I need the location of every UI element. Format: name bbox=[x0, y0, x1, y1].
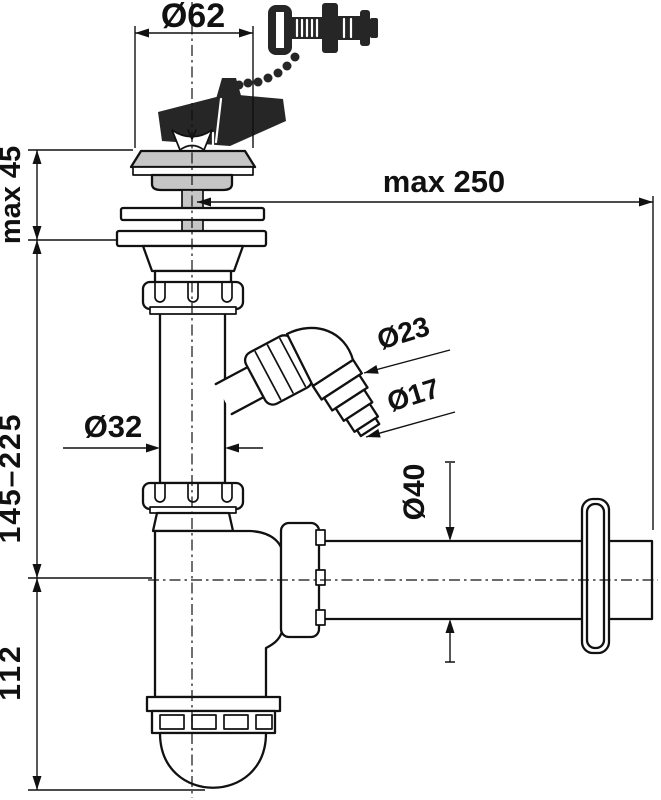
dim-barb-large: Ø23 bbox=[363, 310, 451, 374]
trap-body bbox=[153, 529, 285, 699]
dim-tailpipe-diameter: Ø32 bbox=[63, 409, 263, 453]
sink-deck-plate bbox=[132, 166, 254, 176]
label-tailpipe-diameter: Ø32 bbox=[84, 409, 143, 444]
trap-neck bbox=[151, 511, 235, 533]
dim-strainer-diameter: Ø62 bbox=[134, 0, 254, 148]
inlet-hose-barb bbox=[311, 358, 381, 438]
appliance-inlet-branch bbox=[214, 326, 381, 438]
chain-fixing-screw-icon bbox=[268, 3, 378, 55]
union-nut-trap-inlet bbox=[141, 481, 245, 533]
dim-left-chain: max 45 145–225 112 bbox=[0, 146, 205, 791]
union-nut-upper bbox=[141, 280, 245, 315]
wall-flange bbox=[580, 497, 611, 655]
strainer-flange bbox=[129, 149, 257, 192]
label-strainer-diameter: Ø62 bbox=[161, 0, 225, 35]
dim-barb-small: Ø17 bbox=[365, 372, 456, 438]
dim-wall-distance: max 250 bbox=[197, 164, 654, 530]
tailpiece-and-mounting bbox=[115, 189, 268, 285]
label-outlet-diameter: Ø40 bbox=[398, 464, 431, 521]
label-sink-thickness: max 45 bbox=[0, 146, 27, 244]
label-cup-height: 112 bbox=[0, 643, 27, 700]
label-barb-large-diameter: Ø23 bbox=[373, 310, 433, 355]
trap-collar bbox=[145, 695, 282, 735]
label-barb-small-diameter: Ø17 bbox=[383, 372, 443, 417]
label-wall-distance: max 250 bbox=[383, 164, 505, 199]
trap-bottom-cup bbox=[158, 731, 268, 789]
label-height-range: 145–225 bbox=[0, 413, 27, 544]
waste-body-taper bbox=[141, 244, 245, 273]
dim-outlet-diameter: Ø40 bbox=[398, 461, 455, 663]
